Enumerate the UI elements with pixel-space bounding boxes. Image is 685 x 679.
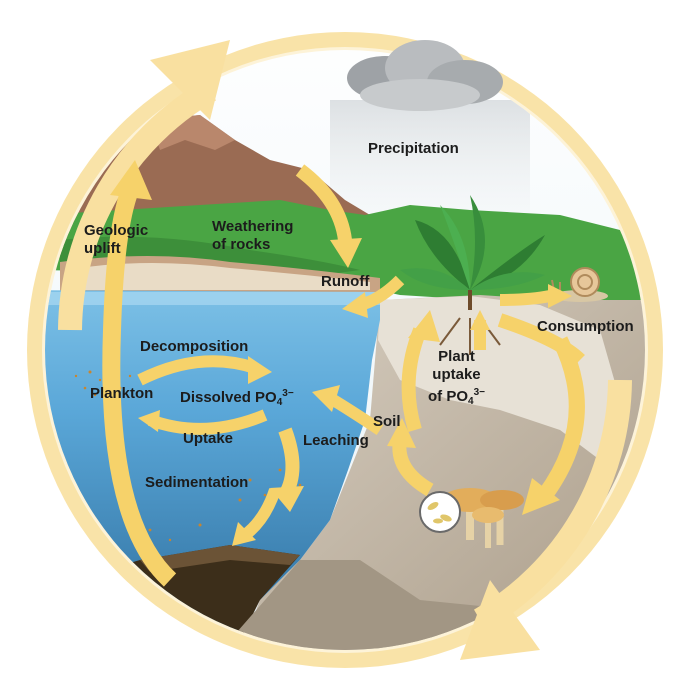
label-soil: Soil (373, 413, 401, 431)
rain (330, 100, 530, 220)
label-geologic-uplift: Geologic uplift (84, 222, 148, 258)
label-consumption: Consumption (537, 318, 634, 336)
label-precipitation: Precipitation (368, 140, 459, 158)
label-decomposition: Decomposition (140, 338, 248, 356)
label-runoff: Runoff (321, 273, 369, 291)
label-leaching: Leaching (303, 432, 369, 450)
consumption-arrow-top (500, 296, 550, 300)
bacteria-magnifier (420, 492, 460, 532)
label-plankton: Plankton (90, 385, 153, 403)
label-uptake: Uptake (183, 430, 233, 448)
sedimentation-arrow-1 (285, 430, 293, 495)
label-dissolved-po4: Dissolved PO43− (180, 385, 294, 412)
label-weathering-of-rocks: Weathering of rocks (212, 218, 293, 254)
label-sedimentation: Sedimentation (145, 474, 248, 492)
label-plant-uptake: Plant uptake of PO43− (428, 348, 485, 411)
